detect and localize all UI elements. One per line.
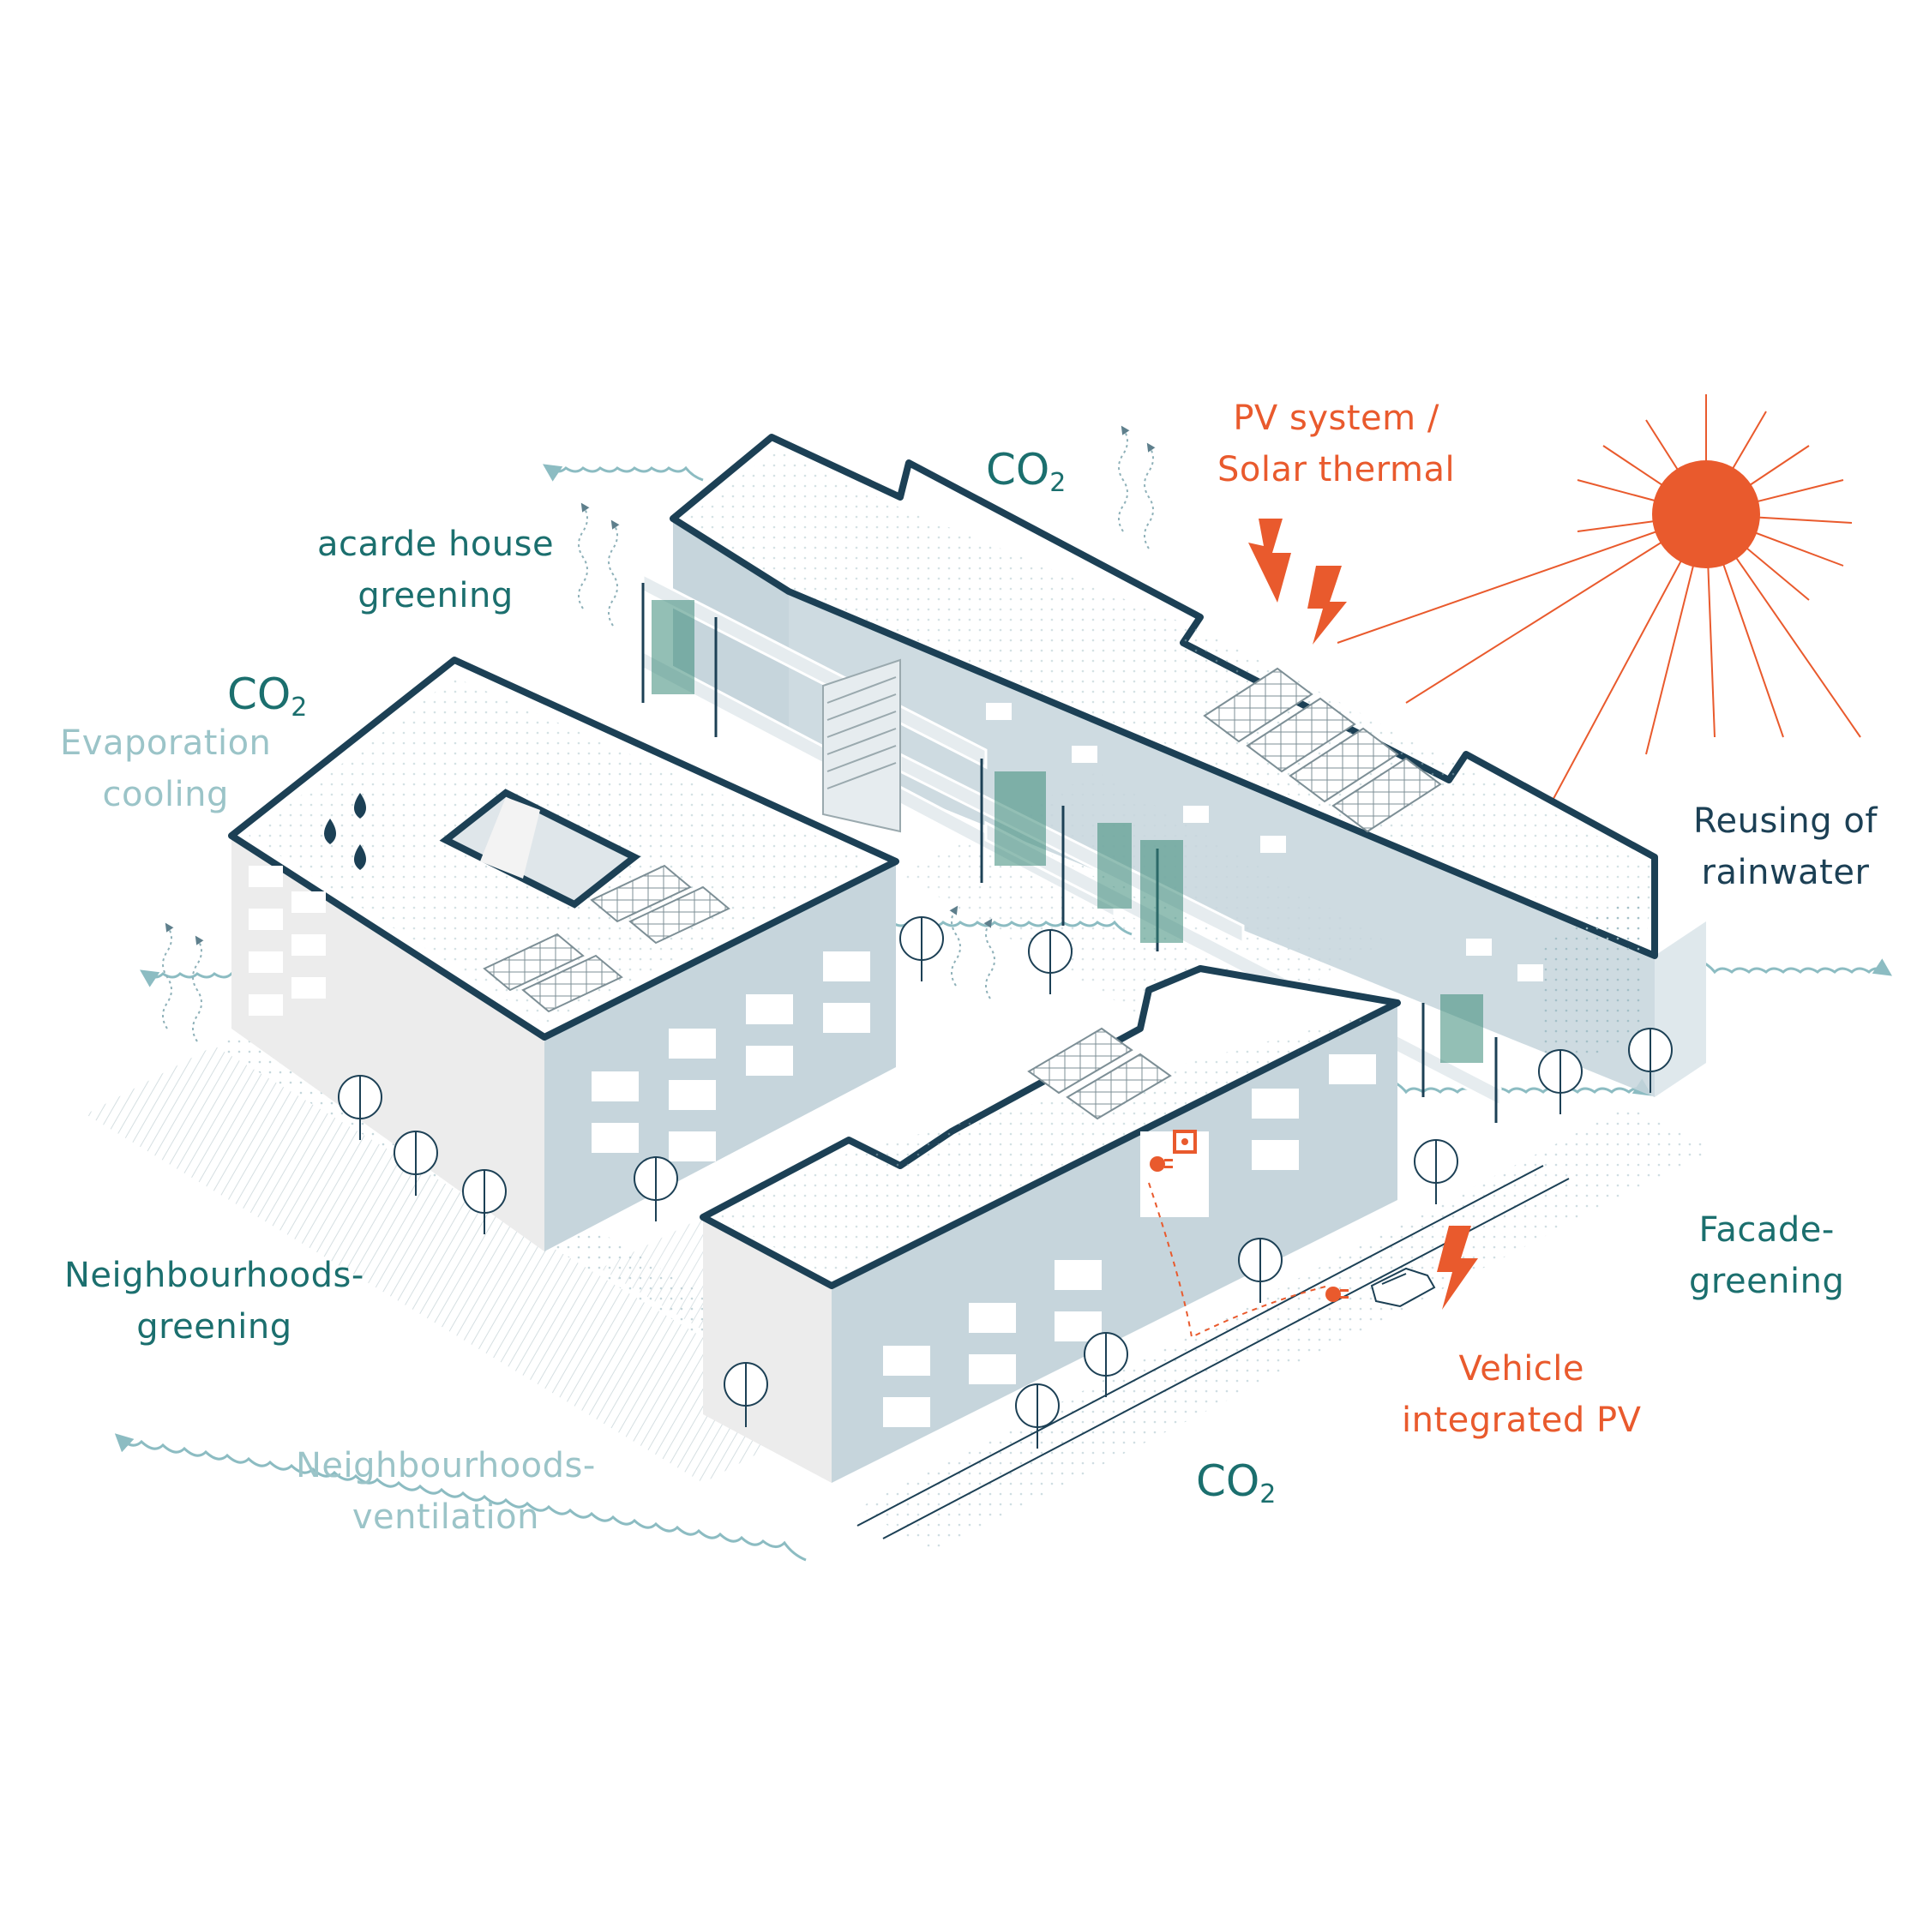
facade-greening-panel: [1543, 891, 1646, 1080]
left-building-front: [544, 861, 896, 1251]
tree-icon: [1084, 1332, 1128, 1397]
tree-icon: [1414, 1139, 1458, 1204]
left-building: [228, 657, 899, 1251]
updraft-squiggles: [162, 425, 1156, 1042]
tree-icon: [394, 1131, 438, 1196]
label-pv-system: PV system / Solar thermal: [1217, 393, 1455, 495]
label-line: PV system /: [1233, 399, 1439, 438]
label-facade-greening: Facade- greening: [1689, 1204, 1844, 1307]
raindrop-icon: [324, 793, 366, 870]
wind-arrow-icon: [543, 464, 704, 482]
arcade-end-face: [1655, 921, 1706, 1097]
tree-icon: [1628, 1028, 1673, 1093]
tree-icon: [899, 916, 944, 981]
co2-text: CO: [1196, 1456, 1260, 1506]
label-line: greening: [1689, 1262, 1845, 1301]
label-line: Reusing of: [1693, 801, 1878, 841]
co2-label-top: CO2: [986, 446, 1066, 507]
arcade-roof-dots: [686, 450, 1655, 943]
tree-icon: [338, 1075, 382, 1140]
plug-icon: [1150, 1156, 1173, 1172]
label-neighbourhoods-ventilation: Neighbourhoods- ventilation: [296, 1440, 596, 1543]
label-line: integrated PV: [1402, 1401, 1642, 1440]
street-curb: [856, 1165, 1544, 1527]
street-left: [86, 1046, 832, 1483]
tree-icon: [1015, 1383, 1060, 1449]
co2-label-left: CO2: [227, 670, 307, 732]
arcade-plants: [652, 600, 1483, 1063]
label-arcade-greening: acarde house greening: [317, 519, 554, 621]
wind-arrow-icon: [1697, 958, 1892, 976]
label-line: greening: [358, 576, 514, 615]
stair: [822, 658, 901, 833]
label-neighbourhoods-greening: Neighbourhoods- greening: [64, 1250, 364, 1353]
tree-icon: [634, 1156, 678, 1221]
lightning-icon: [1307, 566, 1347, 645]
plug-icon: [1325, 1287, 1349, 1302]
co2-subscript: 2: [1259, 1479, 1277, 1509]
tree-icon: [462, 1169, 507, 1234]
co2-subscript: 2: [291, 693, 308, 723]
co2-subscript: 2: [1049, 468, 1067, 498]
label-line: Solar thermal: [1217, 450, 1456, 489]
label-reusing-rainwater: Reusing of rainwater: [1693, 795, 1878, 898]
wind-arrow-icon: [1388, 1078, 1652, 1096]
solar-panel-icon: [1027, 1027, 1172, 1120]
lightning-icon: [1248, 519, 1291, 603]
label-line: ventilation: [352, 1497, 539, 1537]
label-line: cooling: [102, 775, 229, 814]
label-line: Vehicle: [1458, 1349, 1585, 1389]
label-line: rainwater: [1701, 853, 1870, 892]
tree-icon: [1538, 1049, 1583, 1114]
plant-icon: [1440, 994, 1483, 1063]
plant-icon: [652, 600, 694, 694]
front-building-side: [703, 1217, 832, 1483]
front-building: [700, 965, 1436, 1483]
lightning: [1248, 519, 1478, 1310]
wind-arrow-icon: [114, 1433, 807, 1562]
label-line: Evaporation: [60, 723, 272, 763]
co2-text: CO: [986, 445, 1050, 495]
tree-icon: [1028, 929, 1073, 994]
car-icon: [1370, 1267, 1436, 1308]
socket-icon: [1173, 1130, 1197, 1154]
label-line: Facade-: [1698, 1210, 1835, 1250]
label-line: Neighbourhoods-: [64, 1256, 364, 1295]
co2-label-bottom: CO2: [1196, 1457, 1276, 1519]
tree-icon: [724, 1362, 768, 1427]
label-evaporation-cooling: Evaporation cooling: [60, 717, 271, 820]
tree-icon: [1238, 1238, 1283, 1303]
plant-icon: [1097, 823, 1132, 909]
label-line: Neighbourhoods-: [296, 1446, 596, 1485]
sun-icon: [1337, 394, 1861, 867]
trees: [338, 916, 1673, 1449]
solar-panel-icon: [1203, 667, 1442, 833]
plant-icon: [995, 771, 1046, 866]
label-line: acarde house: [317, 525, 555, 564]
co2-text: CO: [227, 669, 291, 719]
label-line: greening: [136, 1307, 292, 1347]
solar-panel-icon: [483, 864, 730, 1013]
lightning-icon: [1437, 1226, 1478, 1310]
skylight: [439, 789, 641, 909]
plant-icon: [1140, 840, 1183, 943]
label-vehicle-pv: Vehicle integrated PV: [1402, 1343, 1642, 1446]
